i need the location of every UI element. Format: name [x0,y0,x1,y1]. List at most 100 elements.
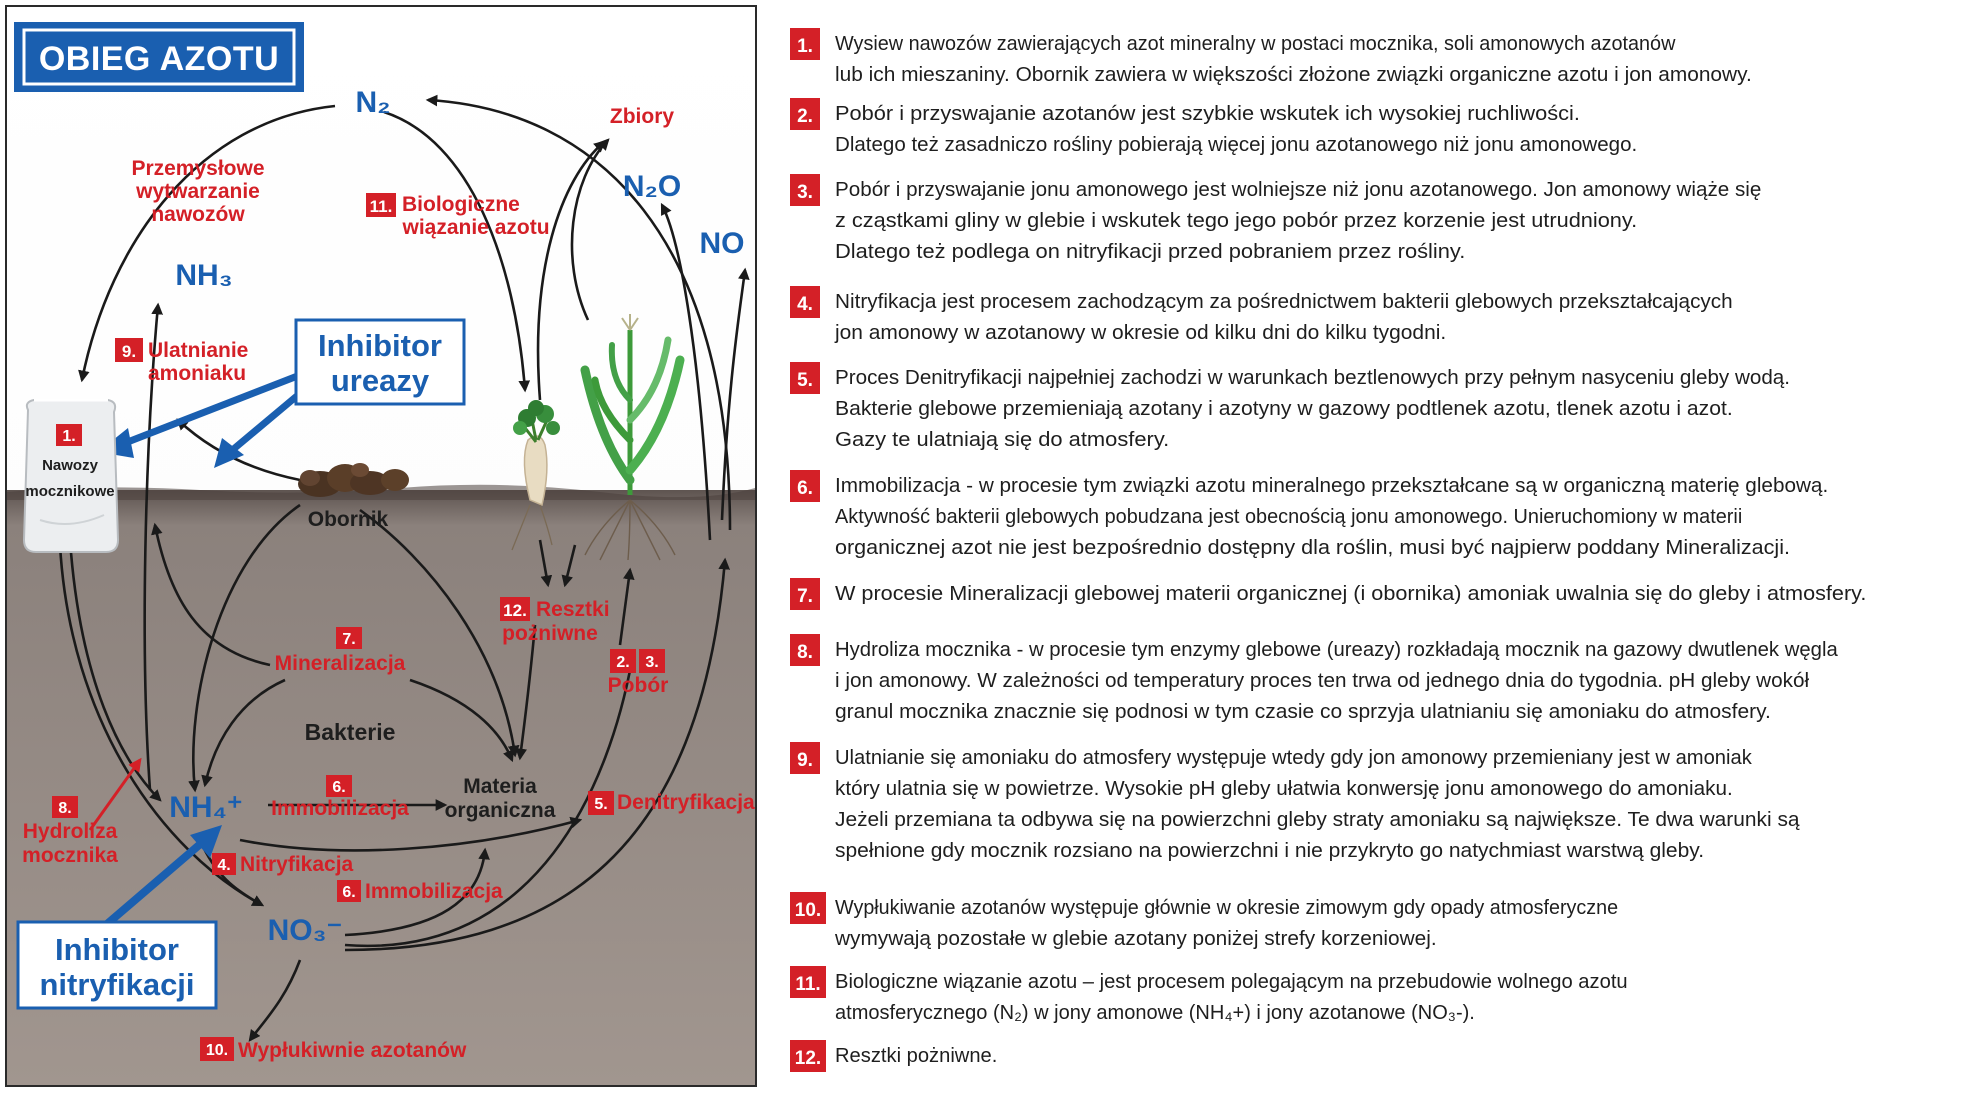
legend-number-badge [790,470,820,502]
legend-text-line: organicznej azot nie jest bezpośrednio d… [835,536,1790,559]
legend-text-line: Ulatnianie się amoniaku do atmosfery wys… [835,746,1753,769]
legend-number: 1. [797,36,813,57]
compound-n2: N₂ [356,86,391,119]
legend-number-badge [790,742,820,774]
legend-item: 9. Ulatnianie się amoniaku do atmosfery w… [790,742,1800,862]
label-hydrolysis-2: mocznika [22,844,118,867]
legend-item: 3.Pobór i przyswajanie jonu amonowego je… [790,174,1761,263]
label-bag-2: mocznikowe [25,483,114,500]
arrow-no3-leaching [248,959,302,1042]
legend-number-badge [790,362,820,394]
label-harvest: Zbiory [610,105,674,128]
label-nitrif: Nitryfikacja [240,853,354,876]
label-industrial-1: Przemysłowe [131,157,264,180]
inhibitor-nitrif-1: Inhibitor [55,932,179,967]
legend-number: 2. [797,106,813,127]
compound-no: NO [700,227,745,260]
legend-text-line: Immobilizacja - w procesie tym związki a… [835,474,1828,497]
arrow-nh4-to-nh3 [143,302,163,791]
badge-8: 8. [58,800,71,817]
label-leaching: Wypłukiwnie azotanów [238,1039,467,1062]
legend-item: 7.W procesie Mineralizacji glebowej mate… [790,578,1866,610]
legend-text-line: granul mocznika znacznie się podnosi w t… [835,700,1771,723]
badge-6a: 6. [332,779,345,796]
legend-number: 9. [797,750,813,771]
inhibitor-nitrification-box: Inhibitor nitryfikacji [16,920,218,1010]
legend-number-badge [790,286,820,318]
compound-n2o: N₂O [623,170,681,203]
badge-6b: 6. [342,884,355,901]
legend-text-line: Nitryfikacja jest procesem zachodzącym z… [835,290,1733,313]
label-volatil-1: Ulatnianie [148,339,248,362]
arrow-n2-to-plants [383,110,531,393]
legend-number: 12. [795,1048,821,1069]
compound-nh3: NH₃ [175,259,232,292]
legend-text-line: Hydroliza mocznika - w procesie tym enzy… [835,638,1838,661]
label-industrial-2: wytwarzanie [135,180,260,203]
label-volatil-2: amoniaku [148,362,246,385]
page-title: OBIEG AZOTU [39,40,279,78]
badge-1: 1. [62,428,75,445]
legend-number-badge [790,634,820,666]
legend-text-line: Aktywność bakterii glebowych pobudzana j… [835,505,1742,528]
label-immob-1: Immobilizacja [271,797,409,820]
legend-text-line: Pobór i przyswajanie jonu amonowego jest… [835,178,1761,201]
label-bag-1: Nawozy [42,457,99,474]
badge-12: 12. [503,601,527,620]
legend-text-line: Biologiczne wiązanie azotu – jest proces… [835,970,1628,993]
legend-text-line: Bakterie glebowe przemieniają azotany i … [835,397,1733,420]
legend-item: 8. Hydroliza mocznika - w procesie tym en… [790,634,1838,723]
arrow-mineral-to-nh4 [201,678,286,788]
badge-7: 7. [342,631,355,648]
legend-number: 5. [797,370,813,391]
legend-item: 1. Wysiew nawozów zawierających azot mine… [790,28,1752,86]
label-residues-2: pożniwne [502,622,598,645]
label-hydrolysis-1: Hydroliza [23,820,118,843]
legend-number-badge [790,28,820,60]
arrow-uptake-to-roots [618,567,635,646]
process-labels: Zbiory Przemysłowe wytwarzanie nawozów 1… [22,105,755,1062]
badge-3: 3. [645,654,658,671]
legend-number: 8. [797,642,813,663]
legend-number-badge [790,1040,826,1072]
corn-plant-icon [580,314,685,561]
legend-item: 11. Biologiczne wiązanie azotu – jest pro… [790,966,1628,1024]
label-bacteria: Bakterie [305,719,396,745]
label-manure: Obornik [308,508,389,531]
legend-text-line: Jeżeli przemiana ta odbywa się na powier… [835,808,1800,831]
legend-item: 10.Wypłukiwanie azotanów występuje główn… [790,892,1618,950]
legend-text-line: jon amonowy w azotanowy w okresie od kil… [834,321,1446,344]
arrow-no3-to-gases [344,557,731,952]
label-bio-fix-2: wiązanie azotu [401,216,549,239]
legend-text-line: Wypłukiwanie azotanów występuje głównie … [835,896,1618,919]
legend-text-line: wymywają pozostałe w glebie azotany poni… [834,927,1437,950]
inhibitor-nitrif-2: nitryfikacji [39,967,194,1002]
arrow-no3-to-organic [344,847,490,937]
legend-number-badge [790,578,820,610]
legend-number-badge [790,892,826,924]
arrow-nh4-to-denitr [239,816,583,852]
arrow-to-n2o [660,202,712,541]
label-bio-fix-1: Biologiczne [402,193,520,216]
manure-icon [298,463,409,497]
arrow-manure-to-organic [359,508,520,758]
fertilizer-bag-icon [22,398,120,553]
arrow-roots-to-residues-2 [561,544,577,588]
badge-11: 11. [370,197,393,216]
legend-text-line: Wysiew nawozów zawierających azot minera… [835,32,1676,55]
legend-number: 7. [797,586,813,607]
legend-text-line: Dlatego też zasadniczo rośliny pobierają… [835,133,1637,156]
arrow-mineral-to-organic [409,678,514,763]
legend-item: 12.Resztki pożniwne. [790,1040,997,1072]
compound-no3: NO₃⁻ [268,914,343,947]
compound-nh4: NH₄⁺ [169,791,242,824]
legend-text-line: Gazy te ulatniają się do atmosfery. [835,428,1169,451]
legend-text-line: i jon amonowy. W zależności od temperatu… [835,669,1810,692]
label-organic-2: organiczna [445,799,556,822]
inhibitor-urease-box: Inhibitor ureazy [294,318,466,406]
legend-number: 11. [795,974,820,995]
badge-10: 10. [206,1042,228,1059]
arrow-mineral-to-left [151,522,271,667]
legend-number: 4. [797,294,813,315]
